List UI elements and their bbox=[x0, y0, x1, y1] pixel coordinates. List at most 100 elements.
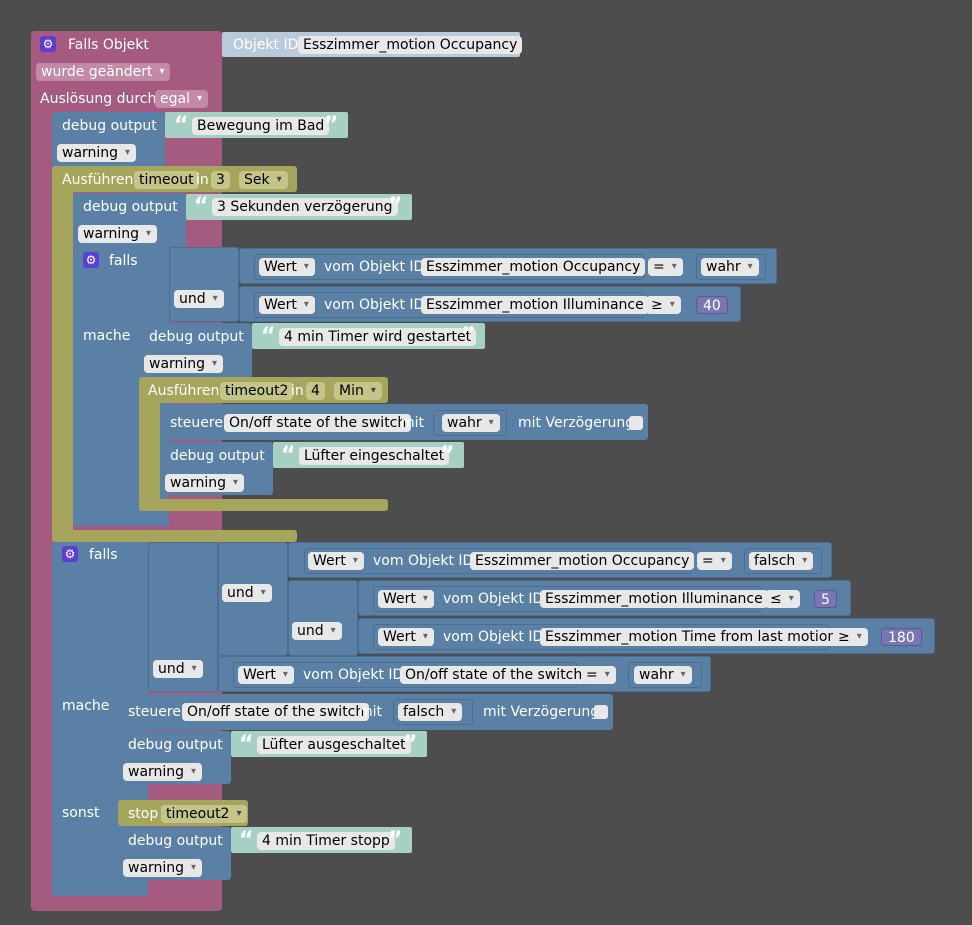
bool-dropdown[interactable]: wahr bbox=[634, 666, 692, 684]
quote-open-icon: “ bbox=[194, 194, 209, 219]
and-dropdown-1[interactable]: und bbox=[174, 290, 224, 308]
control-object-1[interactable]: On/off state of the switch bbox=[224, 414, 412, 432]
delay-label-1: mit Verzögerung bbox=[518, 415, 635, 431]
object-id-value[interactable]: Esszimmer_motion Time from last motion bbox=[540, 628, 842, 646]
object-id-label: vom Objekt ID bbox=[324, 297, 425, 313]
text-value-5[interactable]: Lüfter ausgeschaltet bbox=[257, 736, 411, 754]
object-id-label: vom Objekt ID bbox=[443, 591, 544, 607]
object-id-label: vom Objekt ID bbox=[324, 259, 425, 275]
sonst-label: sonst bbox=[62, 805, 100, 821]
text-value-1[interactable]: Bewegung im Bad bbox=[192, 117, 330, 135]
timeout-unit-2[interactable]: Min bbox=[334, 382, 382, 400]
level-dropdown-5[interactable]: warning bbox=[123, 763, 203, 781]
bool-dropdown[interactable]: falsch bbox=[398, 703, 463, 721]
timeout-label-2: Ausführen bbox=[148, 383, 220, 399]
text-value-6[interactable]: 4 min Timer stopp bbox=[257, 832, 395, 850]
if-block-2-cond-area bbox=[52, 542, 148, 692]
object-id-value[interactable]: Esszimmer_motion Illuminance bbox=[540, 590, 768, 608]
and-dropdown-middle[interactable]: und bbox=[222, 584, 272, 602]
control-mit-2: mit bbox=[359, 704, 383, 720]
changed-dropdown[interactable]: wurde geändert bbox=[36, 63, 171, 81]
wert-dropdown[interactable]: Wert bbox=[259, 296, 315, 314]
text-value-3[interactable]: 4 min Timer wird gestartet bbox=[279, 328, 477, 346]
stop-timer-dropdown[interactable]: timeout2 bbox=[161, 805, 248, 823]
gear-icon[interactable]: ⚙ bbox=[40, 36, 56, 52]
timeout-in-1: in bbox=[196, 172, 209, 188]
quote-close-icon: ” bbox=[440, 443, 455, 468]
object-id-label: vom Objekt ID bbox=[373, 553, 474, 569]
control-mit-1: mit bbox=[401, 415, 425, 431]
level-dropdown-4[interactable]: warning bbox=[165, 474, 245, 492]
operator-dropdown[interactable]: ≤ bbox=[765, 590, 800, 608]
wert-dropdown[interactable]: Wert bbox=[378, 590, 434, 608]
object-id-value[interactable]: Esszimmer_motion Occupancy bbox=[421, 258, 646, 276]
wert-dropdown[interactable]: Wert bbox=[378, 628, 434, 646]
timeout-name-2[interactable]: timeout2 bbox=[220, 382, 294, 400]
object-id-value[interactable]: Esszimmer_motion Illuminance bbox=[421, 296, 649, 314]
timeout-unit-1[interactable]: Sek bbox=[239, 171, 288, 189]
delay-checkbox-1[interactable] bbox=[629, 416, 643, 430]
wert-dropdown[interactable]: Wert bbox=[259, 258, 315, 276]
object-id-label: Objekt ID bbox=[233, 37, 299, 53]
stop-label: stop bbox=[128, 806, 159, 822]
text-value-4[interactable]: Lüfter eingeschaltet bbox=[299, 447, 450, 465]
delay-checkbox-2[interactable] bbox=[594, 705, 608, 719]
text-value-2[interactable]: 3 Sekunden verzögerung bbox=[212, 198, 398, 216]
delay-label-2: mit Verzögerung bbox=[483, 704, 600, 720]
number-value[interactable]: 40 bbox=[696, 296, 728, 314]
timeout-block-1-body bbox=[52, 166, 73, 541]
operator-dropdown[interactable]: = bbox=[581, 666, 616, 684]
debug-output-label-4: debug output bbox=[170, 448, 265, 464]
operator-dropdown[interactable]: = bbox=[648, 258, 683, 276]
bool-dropdown[interactable]: wahr bbox=[701, 258, 759, 276]
level-dropdown-1[interactable]: warning bbox=[57, 144, 137, 162]
operator-dropdown[interactable]: = bbox=[697, 552, 732, 570]
and-dropdown-inner[interactable]: und bbox=[292, 622, 342, 640]
debug-output-label-3: debug output bbox=[149, 329, 244, 345]
trigger-header: Falls Objekt bbox=[68, 37, 149, 53]
wert-dropdown[interactable]: Wert bbox=[308, 552, 364, 570]
object-id-value[interactable]: Esszimmer_motion Occupancy bbox=[298, 36, 523, 54]
timeout-block-2-body bbox=[139, 377, 160, 511]
operator-dropdown[interactable]: ≥ bbox=[833, 628, 868, 646]
gear-icon[interactable]: ⚙ bbox=[62, 546, 78, 562]
control-object-2[interactable]: On/off state of the switch bbox=[182, 703, 370, 721]
timeout-value-2[interactable]: 4 bbox=[306, 382, 325, 400]
debug-output-label-5: debug output bbox=[128, 737, 223, 753]
quote-close-icon: ” bbox=[324, 113, 339, 138]
debug-output-label-2: debug output bbox=[83, 199, 178, 215]
number-value[interactable]: 5 bbox=[814, 590, 837, 608]
bool-dropdown[interactable]: wahr bbox=[442, 414, 500, 432]
level-dropdown-2[interactable]: warning bbox=[78, 225, 158, 243]
if-block-1-foot bbox=[73, 512, 169, 526]
if-block-2-foot bbox=[52, 882, 148, 896]
operator-dropdown[interactable]: ≥ bbox=[646, 296, 681, 314]
quote-open-icon: “ bbox=[239, 828, 254, 853]
bool-dropdown[interactable]: falsch bbox=[749, 552, 814, 570]
object-id-label: vom Objekt ID bbox=[443, 629, 544, 645]
number-value[interactable]: 180 bbox=[881, 628, 922, 646]
level-dropdown-6[interactable]: warning bbox=[123, 859, 203, 877]
object-id-value[interactable]: On/off state of the switch bbox=[400, 666, 588, 684]
debug-output-label-6: debug output bbox=[128, 833, 223, 849]
timeout-label-1: Ausführen bbox=[62, 172, 134, 188]
wert-dropdown[interactable]: Wert bbox=[238, 666, 294, 684]
timeout-value-1[interactable]: 3 bbox=[211, 171, 230, 189]
quote-close-icon: ” bbox=[388, 828, 403, 853]
trigger-by-dropdown[interactable]: egal bbox=[155, 90, 208, 108]
quote-close-icon: ” bbox=[403, 732, 418, 757]
mache-label-1: mache bbox=[83, 328, 131, 344]
and-dropdown-outer[interactable]: und bbox=[153, 660, 203, 678]
timeout-name-1[interactable]: timeout bbox=[134, 171, 199, 189]
and-block-1[interactable] bbox=[169, 247, 239, 322]
quote-close-icon: ” bbox=[388, 194, 403, 219]
object-id-value[interactable]: Esszimmer_motion Occupancy bbox=[470, 552, 695, 570]
debug-output-label-1: debug output bbox=[62, 118, 157, 134]
level-dropdown-3[interactable]: warning bbox=[144, 355, 224, 373]
timeout-in-2: in bbox=[291, 383, 304, 399]
object-id-label: vom Objekt ID bbox=[303, 667, 404, 683]
quote-open-icon: “ bbox=[174, 113, 189, 138]
control-label-1: steuere bbox=[170, 415, 223, 431]
and-block-inner[interactable] bbox=[288, 580, 358, 656]
gear-icon[interactable]: ⚙ bbox=[83, 252, 99, 268]
